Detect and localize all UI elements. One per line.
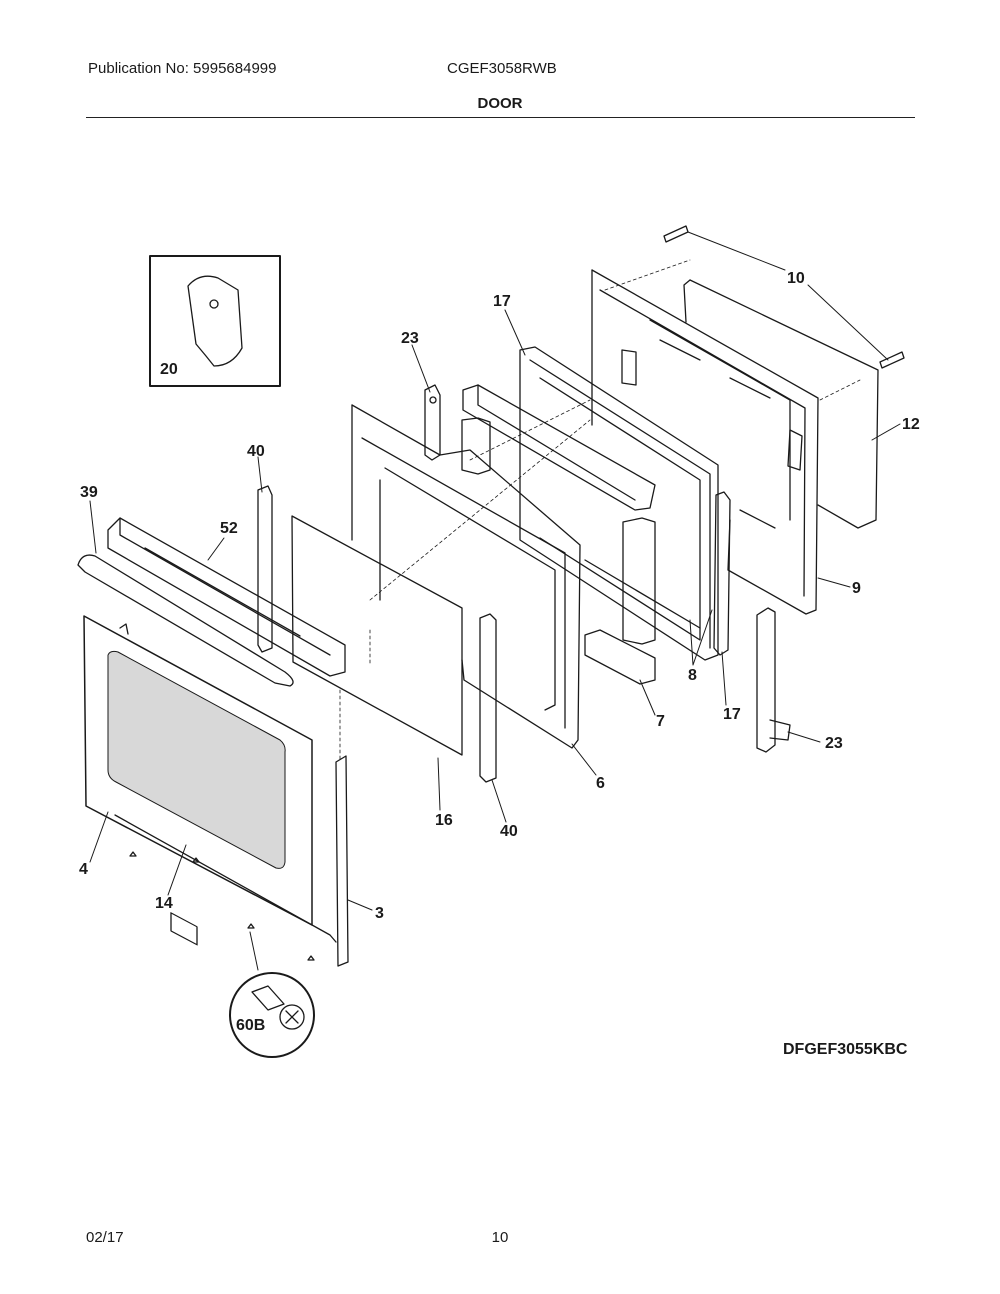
part-3-side-trim <box>335 755 349 967</box>
callout-7: 7 <box>656 713 665 730</box>
callout-40-top: 40 <box>247 443 265 460</box>
diagram-code: DFGEF3055KBC <box>783 1041 908 1058</box>
callout-52: 52 <box>220 520 238 537</box>
callout-8: 8 <box>688 667 697 684</box>
callout-12: 12 <box>902 416 920 433</box>
callout-6: 6 <box>596 775 605 792</box>
part-12-wire-frame <box>683 279 879 529</box>
part-40-bracket-left <box>257 485 273 653</box>
part-6-door-liner <box>351 404 581 749</box>
callout-60b: 60B <box>236 1017 265 1034</box>
part-23-hinge-top <box>424 384 441 461</box>
callout-9: 9 <box>852 580 861 597</box>
model-number: CGEF3058RWB <box>447 60 557 77</box>
part-39-handle <box>77 554 294 687</box>
part-16-glass <box>291 515 463 756</box>
publication-number: Publication No: 5995684999 <box>88 60 277 77</box>
part-20-hole <box>209 299 219 309</box>
part-52-vent-trim <box>107 517 346 677</box>
callout-23-bottom: 23 <box>825 735 843 752</box>
callout-14: 14 <box>155 895 173 912</box>
callout-10: 10 <box>787 270 805 287</box>
part-17-side-channel <box>713 491 731 656</box>
part-23-hinge-bottom <box>756 607 791 753</box>
leader-lines <box>89 231 901 911</box>
part-17-glass-frame <box>519 346 719 661</box>
callout-3: 3 <box>375 905 384 922</box>
callout-17-bottom: 17 <box>723 706 741 723</box>
callout-16: 16 <box>435 812 453 829</box>
callout-20: 20 <box>160 361 178 378</box>
part-20-inset <box>149 255 281 387</box>
callout-17-top: 17 <box>493 293 511 310</box>
part-4-outer-door <box>83 615 337 946</box>
part-20-shield <box>187 275 243 367</box>
callout-4: 4 <box>79 861 88 878</box>
callout-23-top: 23 <box>401 330 419 347</box>
header-rule <box>86 117 915 118</box>
part-14-badge <box>170 912 198 946</box>
footer-date: 02/17 <box>86 1229 124 1246</box>
part-40-bracket-right <box>479 613 497 783</box>
part-60b-detail <box>229 931 315 1058</box>
part-7-insulation <box>461 384 656 685</box>
callout-labels: 10 17 23 20 12 40 39 52 9 8 7 17 23 6 16… <box>79 270 920 1034</box>
callout-39: 39 <box>80 484 98 501</box>
page-number: 10 <box>491 1229 509 1246</box>
part-9-inner-panel <box>591 269 819 615</box>
callout-40-bottom: 40 <box>500 823 518 840</box>
section-title: DOOR <box>477 95 523 112</box>
